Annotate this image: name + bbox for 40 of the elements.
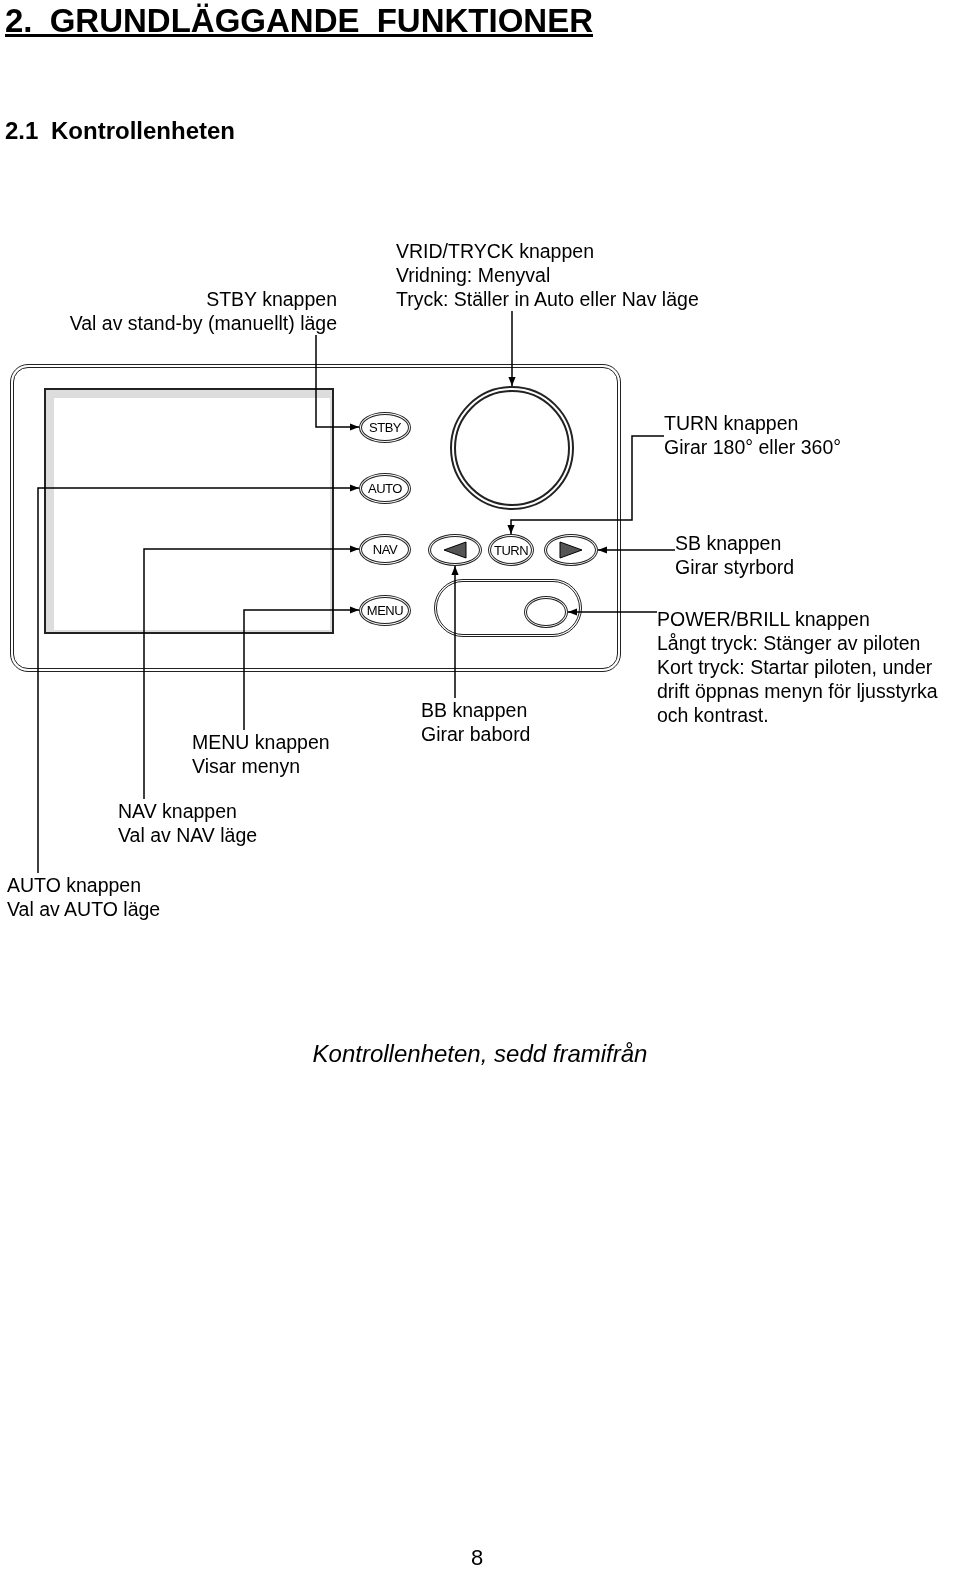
callout-text: Kort tryck: Startar piloten, under drift öppnas menyn för ljusstyrka och kontrast.	[657, 655, 939, 727]
callout-title: NAV knappen	[118, 799, 238, 823]
callout-title: VRID/TRYCK knappen	[396, 239, 595, 263]
button: AUTO	[359, 473, 411, 504]
leader-line	[315, 334, 360, 431]
figure-caption: Kontrollenheten, sedd framifrån	[311, 1040, 649, 1068]
callout-title: AUTO knappen	[7, 873, 143, 897]
page-title: 2. GRUNDLÄGGANDE FUNKTIONER	[5, 2, 593, 40]
callout-title: TURN knappen	[664, 411, 800, 435]
callout-text: Girar 180° eller 360°	[664, 435, 843, 459]
callout-text: Visar menyn	[192, 754, 302, 778]
callout-text: Val av NAV läge	[118, 823, 259, 847]
callout-title: POWER/BRILL knappen	[657, 607, 871, 631]
callout-text: Val av stand-by (manuellt) läge	[68, 311, 337, 335]
leader-line	[597, 546, 676, 554]
callout-text: Långt tryck: Stänger av piloten	[657, 631, 922, 655]
button: MENU	[359, 595, 411, 626]
leader-line	[508, 310, 516, 387]
control-unit-drawing	[10, 364, 621, 672]
callout-title: STBY knappen	[205, 287, 337, 311]
callout-text: Tryck: Ställer in Auto eller Nav läge	[396, 287, 700, 311]
leader-line	[507, 435, 665, 535]
leader-line	[451, 565, 459, 699]
leader-line	[567, 608, 658, 616]
button: NAV	[359, 534, 411, 565]
callout-text: Vridning: Menyval	[396, 263, 552, 287]
section-heading: 2.1 Kontrollenheten	[5, 117, 236, 145]
page-number: 8	[471, 1545, 484, 1571]
callout-text: Girar babord	[421, 722, 532, 746]
leader-line	[37, 484, 360, 874]
callout-title: BB knappen	[421, 698, 529, 722]
arrow-button	[544, 534, 598, 566]
leader-line	[143, 545, 360, 800]
callout-text: Girar styrbord	[675, 555, 796, 579]
button: STBY	[359, 412, 411, 443]
callout-title: SB knappen	[675, 531, 783, 555]
power-button	[524, 596, 568, 628]
leader-line	[243, 606, 360, 731]
callout-title: MENU knappen	[192, 730, 331, 754]
callout-text: Val av AUTO läge	[7, 897, 162, 921]
